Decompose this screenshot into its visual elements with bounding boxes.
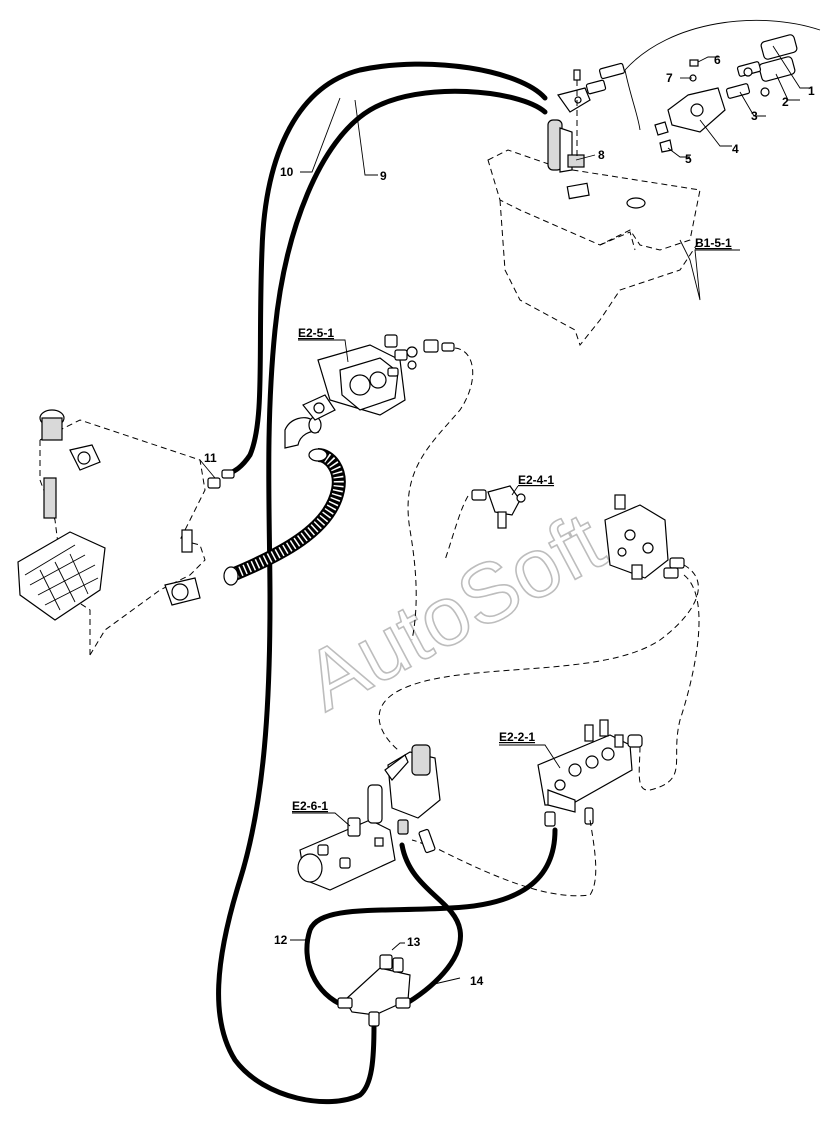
hydraulic-pump xyxy=(302,334,455,421)
callout-14: 14 xyxy=(470,974,484,988)
callout-10: 10 xyxy=(280,165,294,179)
callout-6: 6 xyxy=(714,53,721,67)
callout-11: 11 xyxy=(204,451,217,465)
hose-10 xyxy=(225,61,548,477)
callout-8: 8 xyxy=(598,148,605,162)
coupler-detail-parts xyxy=(654,34,798,153)
pump-return-line xyxy=(407,347,474,641)
callout-4: 4 xyxy=(732,142,739,156)
callout-7: 7 xyxy=(666,71,673,85)
callout-13: 13 xyxy=(407,935,421,949)
callout-12: 12 xyxy=(274,933,288,947)
control-valve-right xyxy=(604,494,685,580)
suction-elbow xyxy=(284,416,322,449)
hose-9 xyxy=(216,88,548,1105)
callout-3: 3 xyxy=(751,109,758,123)
hose-coupler-block xyxy=(557,62,626,160)
diverter-valve-13 xyxy=(337,954,411,1027)
ref-e2-2-1: E2-2-1 xyxy=(499,730,535,744)
main-control-valve xyxy=(537,719,643,827)
fuel-tank-outline xyxy=(487,119,701,347)
ref-e2-6-1: E2-6-1 xyxy=(292,799,328,813)
return-line-right xyxy=(378,564,699,751)
leader-lines xyxy=(199,45,812,986)
hose-14 xyxy=(399,842,463,1009)
callout-2: 2 xyxy=(782,95,789,109)
callout-9: 9 xyxy=(380,169,387,183)
valve-e2-4-1 xyxy=(471,485,526,529)
callout-5: 5 xyxy=(685,152,692,166)
hose-upper-12 xyxy=(304,827,558,1009)
hydraulic-tank-left xyxy=(17,409,206,656)
ref-b1-5-1: B1-5-1 xyxy=(695,236,732,250)
watermark: AutoSoft xyxy=(290,494,619,728)
callout-1: 1 xyxy=(808,84,815,98)
suction-hose xyxy=(229,448,346,582)
detail-inset-arc xyxy=(624,19,821,71)
fitting-11 xyxy=(207,469,235,489)
ref-e2-5-1: E2-5-1 xyxy=(298,326,334,340)
valve-e2-6-1 xyxy=(297,744,441,891)
ref-e2-4-1: E2-4-1 xyxy=(518,473,554,487)
